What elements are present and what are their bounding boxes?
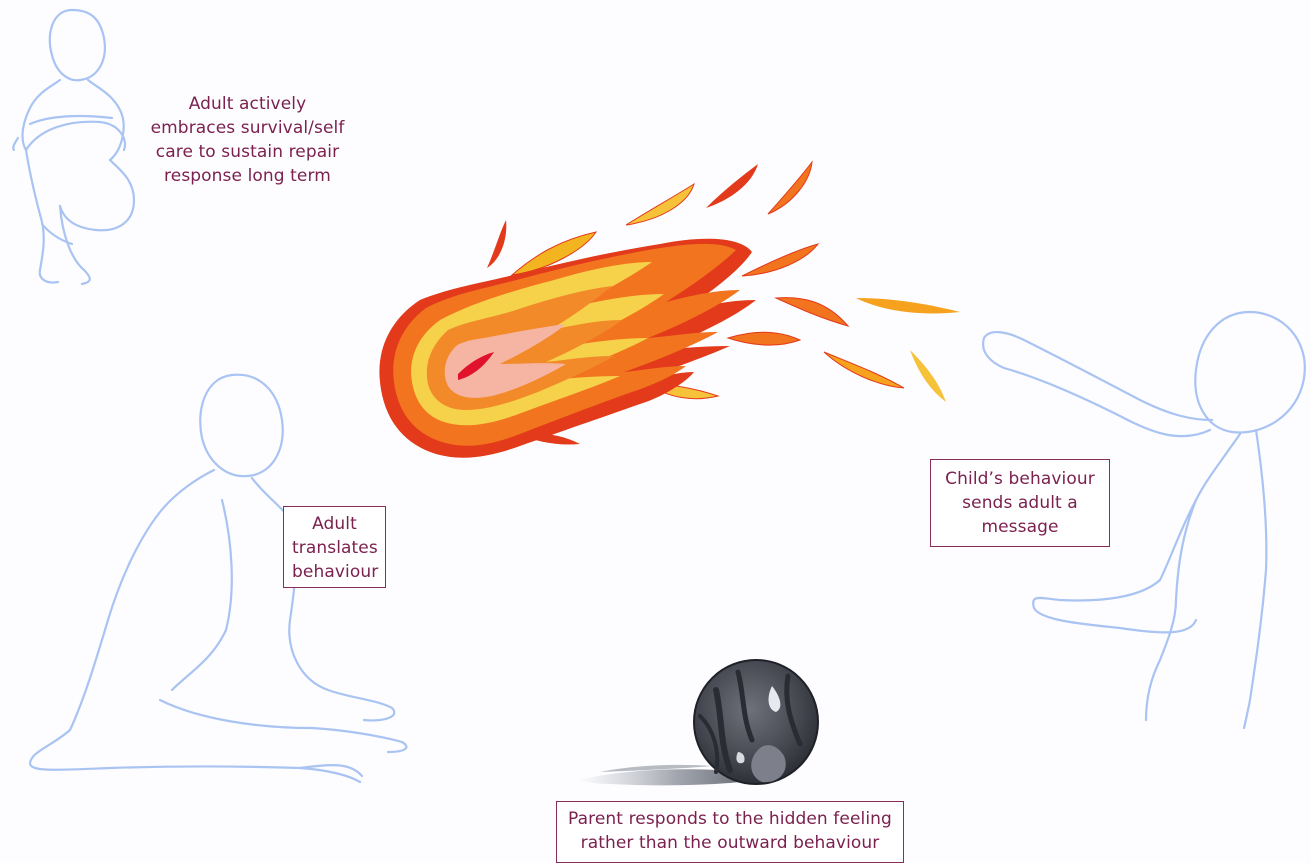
caption-translates-behaviour: Adult translates behaviour [283,506,386,588]
crouching-adult-figure [13,10,134,284]
fireball [379,162,960,458]
caption-hidden-feeling: Parent responds to the hidden feeling ra… [556,801,904,863]
caption-self-care: Adult actively embraces survival/self ca… [140,92,355,188]
dark-ball [578,660,818,785]
caption-behaviour-message: Child’s behaviour sends adult a message [930,459,1110,547]
